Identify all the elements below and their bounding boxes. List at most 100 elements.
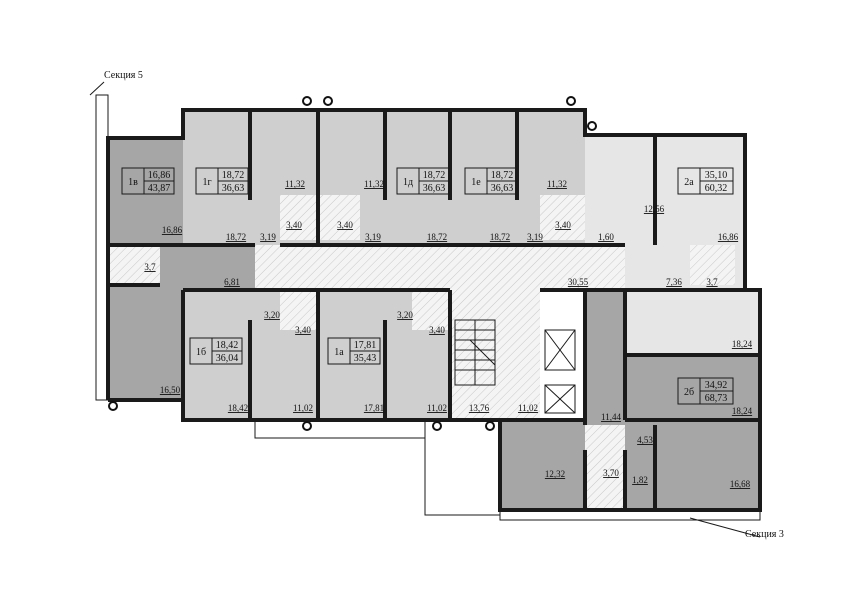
area-label: 18,24 bbox=[732, 339, 753, 349]
area-label: 3,7 bbox=[144, 262, 156, 272]
total-area: 36,63 bbox=[222, 183, 245, 194]
room-1g bbox=[183, 110, 250, 245]
area-label: 11,02 bbox=[293, 403, 313, 413]
total-area: 36,63 bbox=[423, 183, 446, 194]
area-label: 18,42 bbox=[228, 403, 248, 413]
living-area: 16,86 bbox=[148, 170, 171, 181]
apartment-1g: 1г 18,72 36,63 bbox=[195, 167, 249, 195]
area-label: 11,02 bbox=[518, 403, 538, 413]
area-label: 3,20 bbox=[264, 310, 280, 320]
area-label: 16,86 bbox=[718, 232, 739, 242]
area-label: 16,68 bbox=[730, 479, 751, 489]
area-label: 11,44 bbox=[601, 412, 621, 422]
living-area: 18,72 bbox=[491, 170, 514, 181]
area-label: 13,76 bbox=[469, 403, 490, 413]
kitchen-2b bbox=[500, 420, 585, 510]
room-2b-lower bbox=[625, 420, 760, 510]
area-label: 11,32 bbox=[285, 179, 305, 189]
elevator-shaft bbox=[540, 330, 585, 420]
area-label: 18,72 bbox=[226, 232, 246, 242]
living-area: 18,72 bbox=[423, 170, 446, 181]
area-label: 3,40 bbox=[286, 220, 302, 230]
area-label: 3,20 bbox=[397, 310, 413, 320]
walls bbox=[106, 108, 762, 512]
living-area: 35,10 bbox=[705, 170, 728, 181]
apartment-2b: 2б 34,92 68,73 bbox=[677, 377, 734, 405]
total-area: 68,73 bbox=[705, 393, 728, 404]
apartment-1v: 1в 16,86 43,87 bbox=[121, 167, 175, 195]
area-label: 18,72 bbox=[427, 232, 447, 242]
rooms bbox=[108, 110, 760, 510]
elevator-icon bbox=[544, 329, 576, 414]
living-area: 17,81 bbox=[354, 340, 377, 351]
area-label: 7,36 bbox=[666, 277, 682, 287]
section-3-label: Секция 3 bbox=[745, 529, 784, 540]
area-label: 3,40 bbox=[295, 325, 311, 335]
room-1v-lower bbox=[108, 285, 183, 400]
total-area: 60,32 bbox=[705, 183, 728, 194]
area-label: 3,40 bbox=[555, 220, 571, 230]
stairs-icon bbox=[454, 319, 496, 386]
apartment-id: 1а bbox=[334, 347, 344, 358]
total-area: 36,04 bbox=[216, 353, 239, 364]
bathroom-2a bbox=[690, 245, 735, 285]
total-area: 36,63 bbox=[491, 183, 514, 194]
apartment-id: 2б bbox=[684, 387, 694, 398]
area-label: 16,50 bbox=[160, 385, 181, 395]
apartment-2a: 2а 35,10 60,32 bbox=[677, 167, 734, 195]
apartment-id: 1б bbox=[196, 347, 206, 358]
room-2b-upper bbox=[625, 290, 760, 355]
area-label: 1,60 bbox=[598, 232, 614, 242]
lift-lobby bbox=[500, 290, 540, 420]
apartment-1a: 1а 17,81 35,43 bbox=[327, 337, 381, 365]
column-markers bbox=[108, 96, 597, 431]
section-5-label: Секция 5 bbox=[104, 70, 143, 81]
area-label: 16,86 bbox=[162, 225, 183, 235]
room-area-labels: 16,86 18,72 11,32 11,32 3,40 3,40 3,19 3… bbox=[144, 179, 752, 489]
room-1v bbox=[108, 138, 183, 245]
room-1b bbox=[183, 290, 250, 420]
area-label: 4,53 bbox=[637, 435, 653, 445]
hall-2b bbox=[585, 290, 625, 425]
area-label: 1,82 bbox=[632, 475, 648, 485]
apartment-1e: 1е 18,72 36,63 bbox=[464, 167, 518, 195]
apartment-1b: 1б 18,42 36,04 bbox=[189, 337, 243, 365]
entrance-canopy bbox=[424, 419, 501, 516]
apartment-id: 1е bbox=[471, 177, 481, 188]
room-2b-main bbox=[625, 355, 760, 420]
area-label: 3,19 bbox=[527, 232, 543, 242]
corridor bbox=[255, 245, 625, 290]
area-label: 6,81 bbox=[224, 277, 240, 287]
room-1d bbox=[385, 110, 450, 245]
area-label: 17,81 bbox=[364, 403, 384, 413]
section-leader-right bbox=[689, 517, 761, 538]
balcony bbox=[254, 419, 426, 439]
apartment-id: 1в bbox=[128, 177, 138, 188]
apartment-1d: 1д 18,72 36,63 bbox=[396, 167, 450, 195]
bathroom-1a bbox=[412, 290, 450, 330]
area-label: 11,32 bbox=[364, 179, 384, 189]
apartment-id: 2а bbox=[684, 177, 694, 188]
area-label: 3,19 bbox=[365, 232, 381, 242]
bathroom-1b bbox=[280, 290, 318, 330]
area-label: 3,40 bbox=[337, 220, 353, 230]
area-label: 11,32 bbox=[547, 179, 567, 189]
area-label: 3,19 bbox=[260, 232, 276, 242]
total-area: 35,43 bbox=[354, 353, 377, 364]
room-1a bbox=[318, 290, 385, 420]
living-area: 18,42 bbox=[216, 340, 239, 351]
apartment-labels: 1в 16,86 43,87 1г 18,72 36,63 1д 18,72 36,63 1… bbox=[121, 167, 734, 405]
area-label: 3,70 bbox=[603, 468, 619, 478]
area-label: 18,72 bbox=[490, 232, 510, 242]
living-area: 34,92 bbox=[705, 380, 728, 391]
apartment-id: 1г bbox=[202, 177, 211, 188]
area-label: 12,32 bbox=[545, 469, 565, 479]
bathroom-1v bbox=[108, 245, 160, 285]
apartment-id: 1д bbox=[403, 177, 413, 188]
area-label: 3,40 bbox=[429, 325, 445, 335]
total-area: 43,87 bbox=[148, 183, 171, 194]
bathroom-1e bbox=[540, 195, 585, 240]
living-area: 18,72 bbox=[222, 170, 245, 181]
section-leader-left bbox=[89, 81, 105, 96]
